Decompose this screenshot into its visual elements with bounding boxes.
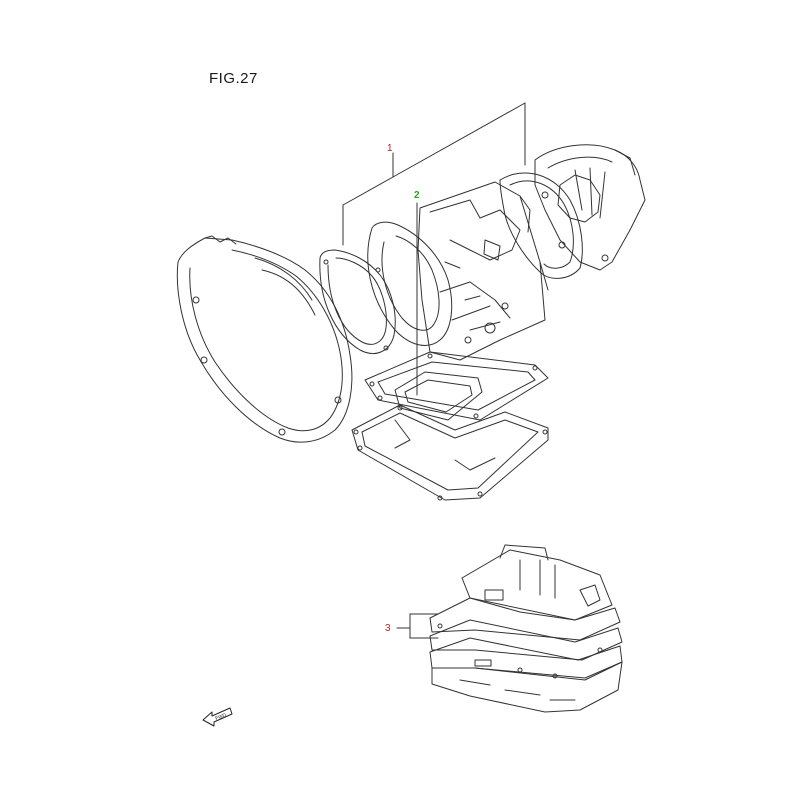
converter-housing[interactable] bbox=[176, 235, 353, 443]
extension-gasket[interactable] bbox=[499, 172, 583, 279]
housing-gasket[interactable] bbox=[319, 249, 396, 354]
valve-body-assembly[interactable] bbox=[429, 544, 623, 713]
transmission-case[interactable] bbox=[417, 181, 549, 361]
case-front-flange[interactable] bbox=[367, 221, 453, 346]
figure-title: FIG.27 bbox=[209, 70, 258, 87]
extension-housing[interactable] bbox=[534, 144, 646, 271]
callout-1[interactable]: 1 bbox=[387, 143, 393, 154]
leader-bracket-3 bbox=[396, 613, 439, 639]
callout-3[interactable]: 3 bbox=[385, 623, 391, 634]
callout-2[interactable]: 2 bbox=[414, 190, 420, 201]
oil-pan-gasket-middle[interactable] bbox=[394, 371, 483, 421]
fwd-direction-arrow-icon bbox=[202, 707, 233, 727]
oil-pan-gasket-upper[interactable] bbox=[364, 351, 549, 421]
leader-lines-1 bbox=[342, 102, 526, 246]
oil-pan[interactable] bbox=[351, 404, 549, 501]
fwd-label: FWD bbox=[215, 712, 228, 722]
